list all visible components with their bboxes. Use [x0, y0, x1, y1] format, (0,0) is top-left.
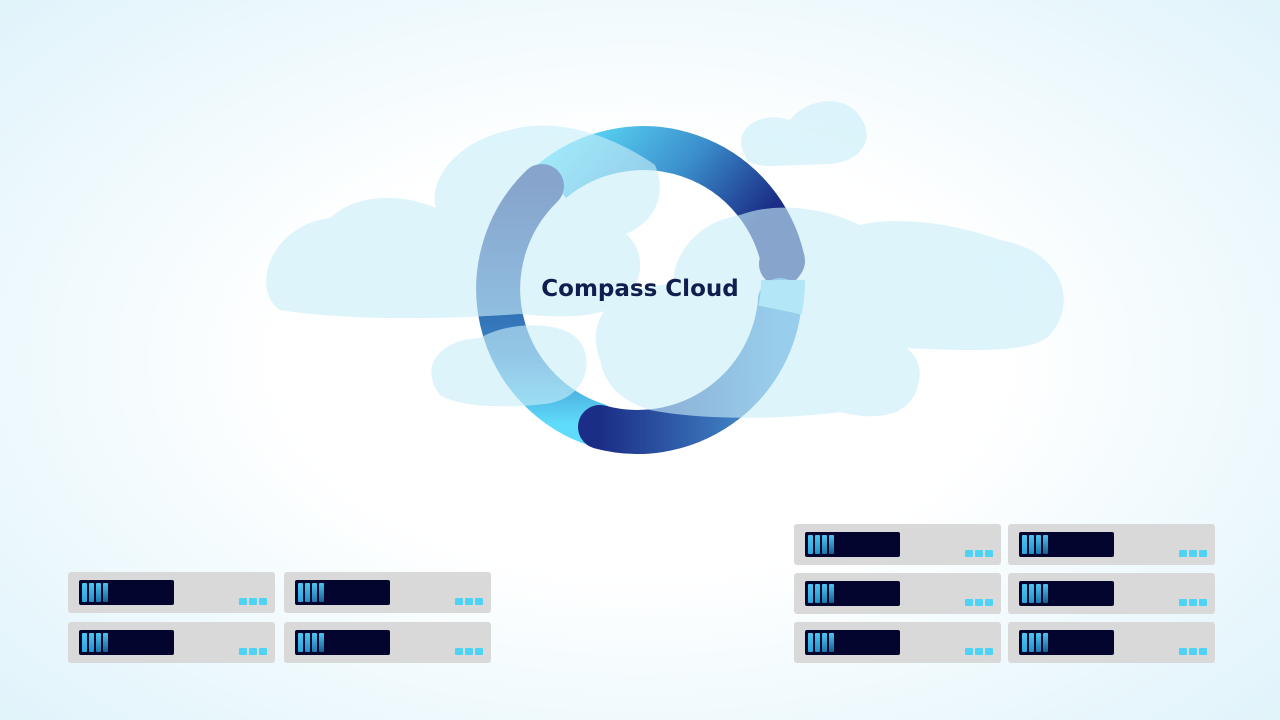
- server-activity-bar: [822, 633, 827, 652]
- server-activity-bar: [89, 583, 94, 602]
- clouds: [266, 101, 1064, 418]
- server-led-indicator: [1179, 599, 1187, 606]
- server-activity-bar: [829, 584, 834, 603]
- server-display: [79, 580, 174, 605]
- server-activity-bar: [319, 633, 324, 652]
- server-activity-bar: [1022, 584, 1027, 603]
- server-led-indicator: [965, 599, 973, 606]
- server-led-indicator: [465, 598, 473, 605]
- server-activity-bar: [1029, 535, 1034, 554]
- server-led-indicator: [259, 598, 267, 605]
- server-activity-bar: [1036, 535, 1041, 554]
- server-unit: [68, 622, 275, 663]
- server-display: [805, 630, 900, 655]
- cloud-bottom: [595, 284, 920, 418]
- server-activity-bar: [815, 535, 820, 554]
- server-activity-bar: [822, 584, 827, 603]
- server-activity-bar: [1022, 633, 1027, 652]
- server-display: [295, 580, 390, 605]
- server-activity-bar: [312, 583, 317, 602]
- server-activity-bar: [808, 535, 813, 554]
- server-unit: [284, 622, 491, 663]
- server-display: [1019, 532, 1114, 557]
- server-led-indicator: [1179, 550, 1187, 557]
- server-activity-bar: [89, 633, 94, 652]
- server-led-indicator: [475, 598, 483, 605]
- server-activity-bar: [808, 633, 813, 652]
- server-led-indicator: [975, 599, 983, 606]
- server-activity-bar: [815, 584, 820, 603]
- server-activity-bar: [822, 535, 827, 554]
- server-activity-bar: [319, 583, 324, 602]
- server-led-indicator: [475, 648, 483, 655]
- server-led-indicator: [975, 550, 983, 557]
- server-unit: [794, 622, 1001, 663]
- server-led-indicator: [239, 648, 247, 655]
- server-display: [805, 581, 900, 606]
- server-led-indicator: [455, 648, 463, 655]
- server-unit: [284, 572, 491, 613]
- server-led-indicator: [249, 648, 257, 655]
- server-led-indicator: [465, 648, 473, 655]
- server-unit: [794, 524, 1001, 565]
- server-led-indicator: [1189, 648, 1197, 655]
- server-activity-bar: [1043, 633, 1048, 652]
- server-activity-bar: [103, 583, 108, 602]
- server-activity-bar: [1036, 633, 1041, 652]
- server-led-indicator: [1179, 648, 1187, 655]
- server-activity-bar: [1043, 584, 1048, 603]
- server-activity-bar: [1029, 584, 1034, 603]
- cloud-bottom-left: [431, 325, 587, 407]
- server-display: [295, 630, 390, 655]
- server-activity-bar: [829, 535, 834, 554]
- server-activity-bar: [82, 633, 87, 652]
- server-led-indicator: [985, 648, 993, 655]
- server-activity-bar: [305, 633, 310, 652]
- server-display: [1019, 581, 1114, 606]
- server-display: [1019, 630, 1114, 655]
- product-title: Compass Cloud: [541, 276, 739, 302]
- server-led-indicator: [985, 550, 993, 557]
- server-led-indicator: [985, 599, 993, 606]
- cloud-small: [741, 101, 867, 166]
- server-unit: [1008, 573, 1215, 614]
- server-led-indicator: [1199, 599, 1207, 606]
- server-activity-bar: [96, 633, 101, 652]
- server-led-indicator: [239, 598, 247, 605]
- server-activity-bar: [82, 583, 87, 602]
- server-activity-bar: [1029, 633, 1034, 652]
- server-led-indicator: [1199, 648, 1207, 655]
- server-activity-bar: [298, 583, 303, 602]
- server-activity-bar: [808, 584, 813, 603]
- server-led-indicator: [1199, 550, 1207, 557]
- server-activity-bar: [829, 633, 834, 652]
- server-led-indicator: [965, 550, 973, 557]
- server-activity-bar: [305, 583, 310, 602]
- server-led-indicator: [259, 648, 267, 655]
- server-activity-bar: [96, 583, 101, 602]
- server-led-indicator: [249, 598, 257, 605]
- server-activity-bar: [298, 633, 303, 652]
- server-activity-bar: [815, 633, 820, 652]
- server-unit: [68, 572, 275, 613]
- server-led-indicator: [1189, 550, 1197, 557]
- server-led-indicator: [1189, 599, 1197, 606]
- server-activity-bar: [312, 633, 317, 652]
- server-activity-bar: [1043, 535, 1048, 554]
- server-unit: [1008, 622, 1215, 663]
- server-activity-bar: [103, 633, 108, 652]
- server-unit: [794, 573, 1001, 614]
- cloud-top: [434, 125, 660, 243]
- server-unit: [1008, 524, 1215, 565]
- server-led-indicator: [455, 598, 463, 605]
- server-display: [79, 630, 174, 655]
- server-led-indicator: [965, 648, 973, 655]
- server-led-indicator: [975, 648, 983, 655]
- server-activity-bar: [1022, 535, 1027, 554]
- server-activity-bar: [1036, 584, 1041, 603]
- server-display: [805, 532, 900, 557]
